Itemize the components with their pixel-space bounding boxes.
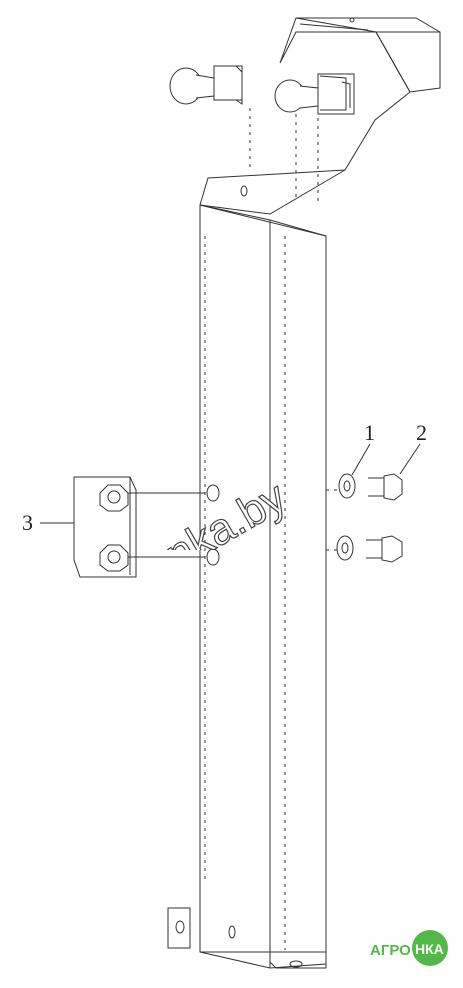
bolt-lower <box>366 535 403 563</box>
brand-logo: АГРО НКА <box>370 930 448 966</box>
callout-label-3: 3 <box>22 510 33 535</box>
bottom-tab <box>167 907 327 969</box>
pin-right <box>274 73 355 115</box>
bolt-upper <box>368 473 403 501</box>
washer-upper <box>338 473 356 499</box>
beam-holes <box>206 484 220 566</box>
plate-with-nuts <box>73 476 205 578</box>
watermark: nka.by <box>157 472 295 550</box>
washer-lower <box>336 535 354 561</box>
callout-label-2: 2 <box>416 420 427 445</box>
channel-beam <box>199 91 411 969</box>
logo-right-text: НКА <box>415 941 444 957</box>
watermark-text: nka.by <box>158 472 295 550</box>
top-bracket <box>279 17 441 93</box>
callout-label-1: 1 <box>364 420 375 445</box>
logo-left-text: АГРО <box>370 942 411 959</box>
callout-leaders <box>40 443 421 524</box>
pin-left <box>169 65 243 105</box>
